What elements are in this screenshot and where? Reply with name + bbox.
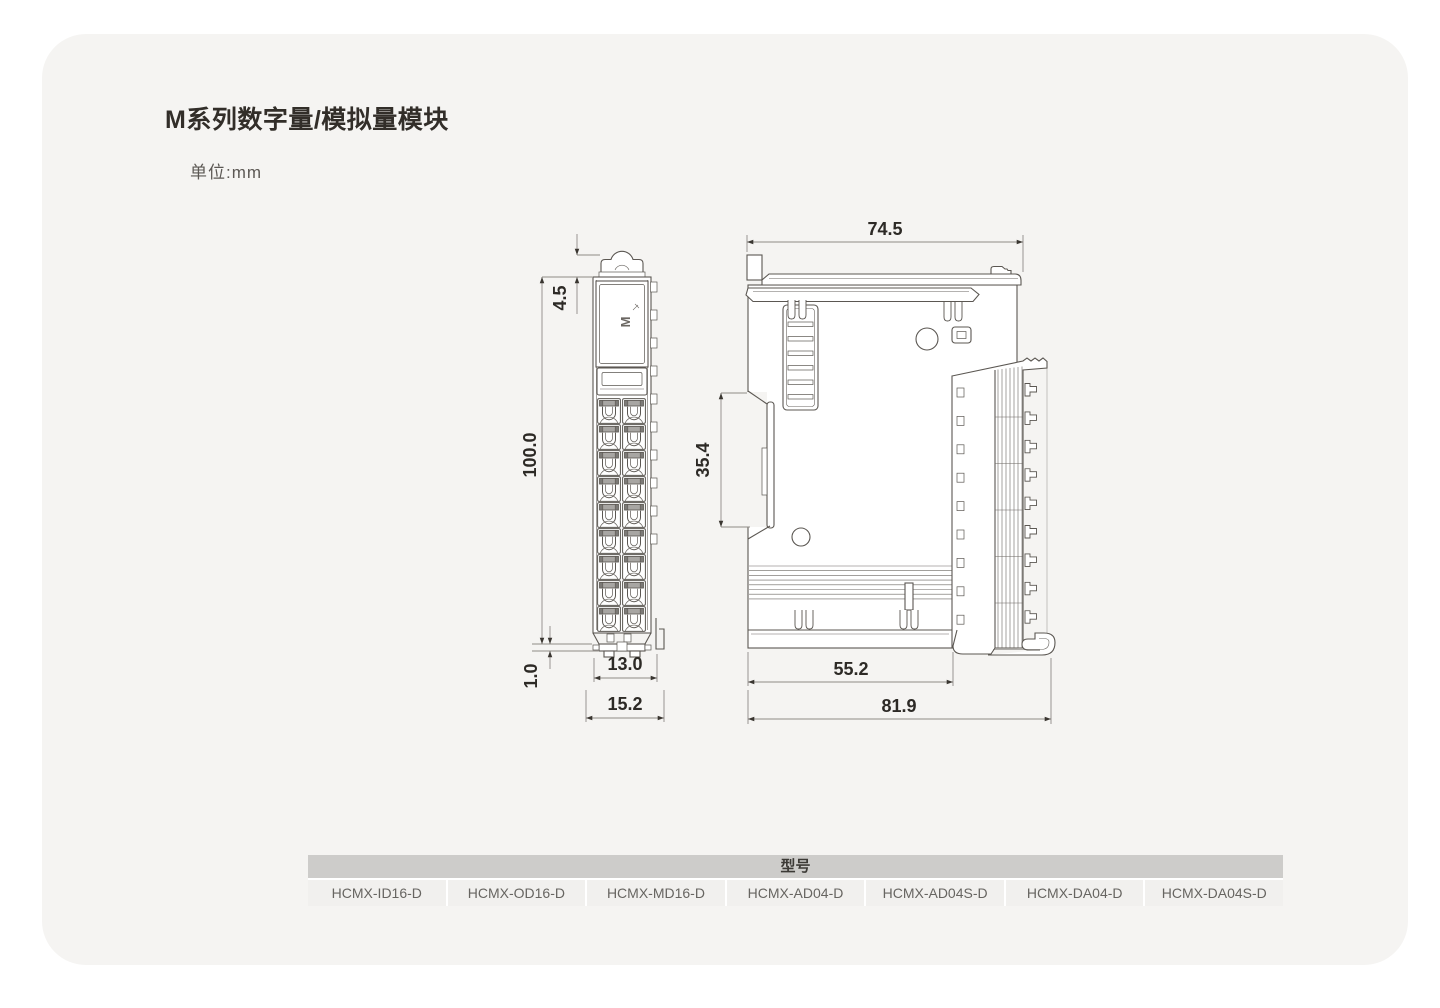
unit-label: 单位:mm [190, 163, 263, 182]
dim-label-total-depth: 81.9 [881, 696, 916, 716]
side-button [951, 326, 972, 344]
flap-indicator-squares [956, 387, 965, 625]
dim-label-body-height: 100.0 [520, 432, 540, 477]
front-logo: M [618, 317, 633, 328]
content-card: M系列数字量/模拟量模块 单位:mm [42, 34, 1408, 965]
side-hole-upper [915, 327, 939, 351]
front-side-tabs [650, 281, 658, 545]
front-view-drawing: M [520, 234, 665, 722]
front-body: M [592, 276, 665, 658]
side-vent-stripes [749, 565, 952, 611]
side-top [745, 254, 1022, 322]
model-table-row: HCMX-ID16-D HCMX-OD16-D HCMX-MD16-D HCMX… [308, 880, 1284, 906]
side-hole-lower [791, 527, 811, 547]
model-cell: HCMX-AD04-D [726, 880, 865, 906]
model-cell: HCMX-AD04S-D [866, 880, 1004, 906]
model-cell: HCMX-DA04S-D [1145, 880, 1284, 906]
side-terminal-flap [951, 357, 1048, 649]
front-connector-strip [596, 367, 648, 396]
side-grille [782, 304, 819, 411]
front-foot [592, 618, 665, 658]
dim-label-body-width: 13.0 [607, 654, 642, 674]
dim-label-total-width: 15.2 [607, 694, 642, 714]
front-top-latch [598, 250, 646, 278]
side-view-drawing: 74.5 35.4 55.2 81.9 [693, 219, 1056, 724]
side-foot-hook [952, 629, 1056, 656]
dim-label-latch-height: 4.5 [550, 285, 570, 310]
din-rail-clip [747, 390, 775, 540]
dim-label-body-depth: 55.2 [833, 659, 868, 679]
flap-hooks [1024, 383, 1037, 624]
dim-label-foot-height: 1.0 [521, 663, 541, 688]
model-cell: HCMX-MD16-D [587, 880, 725, 906]
front-dimensions: 4.5 100.0 1.0 13.0 15.2 [520, 234, 665, 722]
page-title: M系列数字量/模拟量模块 [165, 106, 449, 134]
model-cell: HCMX-ID16-D [308, 880, 446, 906]
model-table-header: 型号 [308, 855, 1283, 878]
dim-label-top-width: 74.5 [867, 219, 902, 239]
model-cell: HCMX-DA04-D [1005, 880, 1144, 906]
dim-label-din-clip-height: 35.4 [693, 442, 713, 477]
model-table: 型号 HCMX-ID16-D HCMX-OD16-D HCMX-MD16-D H… [308, 855, 1284, 906]
model-cell: HCMX-OD16-D [447, 880, 586, 906]
front-window: M [595, 280, 649, 368]
side-dimensions: 74.5 35.4 55.2 81.9 [693, 219, 1052, 724]
